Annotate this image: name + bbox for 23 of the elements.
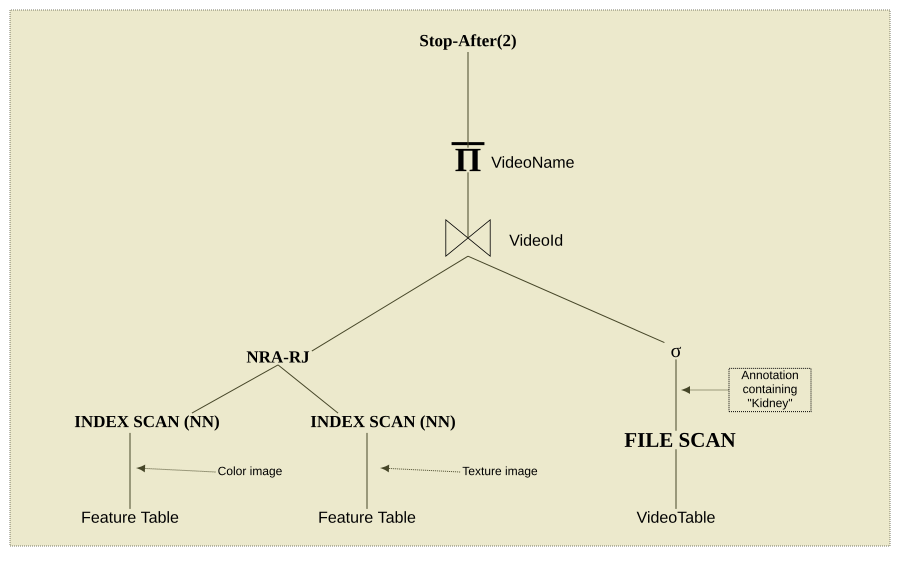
join-symbol [445,218,491,258]
operator-label: Stop-After(2) [420,34,516,50]
leader-line [381,464,461,472]
leader-line [137,464,216,472]
table-label: Feature Table [82,511,178,523]
connector-line [366,432,368,510]
selection-symbol: σ [671,346,682,358]
connector-line [191,364,278,414]
annotation-text: Color image [218,466,282,478]
operator-argument: VideoId [509,234,562,246]
connector-line [311,256,468,352]
operator-label: NRA-RJ [246,351,310,363]
connector-line [468,256,665,344]
table-label: Feature Table [319,511,416,523]
connector-line [278,364,339,414]
table-label: VideoTable [636,511,715,523]
operator-label: INDEX SCAN (NN) [74,415,219,431]
operator-label: FILE SCAN [624,432,736,448]
operator-argument: VideoName [491,156,574,168]
annotation-box: Annotation containing "Kidney" [728,368,812,412]
annotation-text: Texture image [462,466,538,478]
leader-line [682,386,729,394]
operator-label: INDEX SCAN (NN) [310,415,455,431]
